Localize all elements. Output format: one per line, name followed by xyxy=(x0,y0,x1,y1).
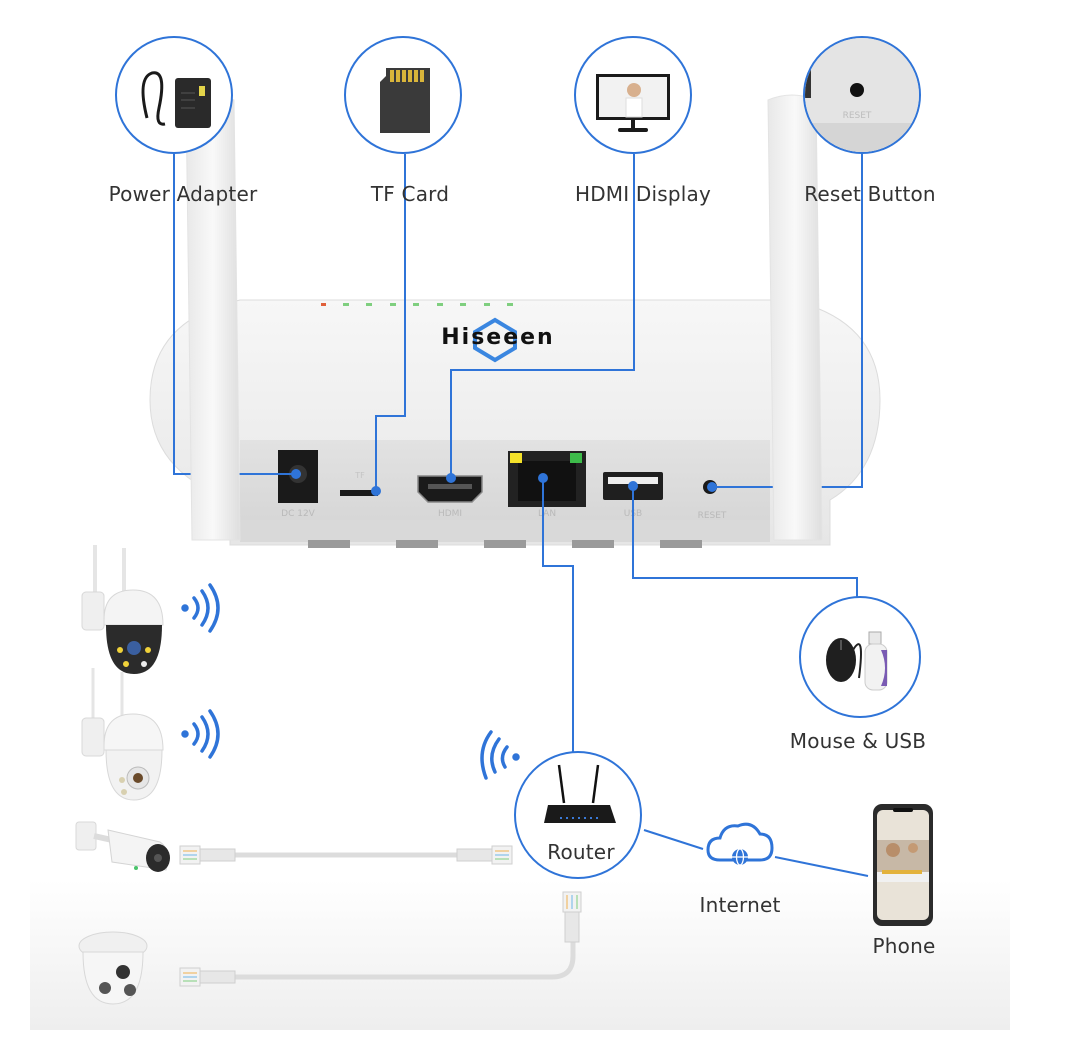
led xyxy=(460,303,466,306)
nvr-lower-strip xyxy=(240,520,770,542)
label-reset-button: Reset Button xyxy=(804,182,936,206)
port-label-hdmi: HDMI xyxy=(438,509,462,519)
accessory-circle-tf-card xyxy=(344,36,462,154)
peripheral-circle-mouse-usb xyxy=(799,596,921,718)
reset-inset-label: RESET xyxy=(843,111,872,121)
line-lan-router xyxy=(542,478,574,754)
label-power-adapter: Power Adapter xyxy=(108,182,258,206)
led-power xyxy=(321,303,326,306)
ethernet-cables xyxy=(179,845,582,987)
bottom-panel xyxy=(30,880,1010,1030)
line-power-adapter xyxy=(173,154,296,475)
camera-ptz-black xyxy=(81,545,164,674)
mouse-usb-icon xyxy=(826,631,888,691)
accessory-circle-hdmi-display xyxy=(574,36,692,154)
led xyxy=(343,303,349,306)
peripheral-circle-router xyxy=(514,751,642,879)
rj45-plug xyxy=(179,967,236,987)
router-icon xyxy=(544,764,616,823)
power-adapter-icon xyxy=(141,71,211,128)
antenna-left xyxy=(185,94,241,541)
label-hdmi-display: HDMI Display xyxy=(574,182,712,206)
label-mouse-usb: Mouse & USB xyxy=(789,729,927,753)
reset-button-icon: RESET xyxy=(805,38,919,152)
tf-card-icon xyxy=(380,68,430,133)
connector-lines xyxy=(173,154,869,877)
antenna-right xyxy=(767,94,823,541)
wifi-signal-icon xyxy=(181,709,220,759)
camera-ptz-white xyxy=(81,668,164,801)
line-reset xyxy=(712,154,863,488)
led xyxy=(507,303,513,306)
cable-dome-router xyxy=(235,940,576,980)
accessory-circle-reset-button: RESET xyxy=(803,36,921,154)
port-hdmi: HDMI xyxy=(417,475,483,519)
camera-dome xyxy=(78,931,148,1005)
port-connection-dots xyxy=(291,469,717,496)
wifi-signal-icon xyxy=(181,583,220,633)
lan-led-green xyxy=(570,453,582,463)
phone-device xyxy=(873,804,933,926)
line-router-internet xyxy=(643,829,704,850)
line-internet-phone xyxy=(774,856,869,877)
led xyxy=(413,303,419,306)
line-usb-mouse xyxy=(632,486,858,598)
port-label-lan: LAN xyxy=(538,509,556,519)
led xyxy=(437,303,443,306)
nvr-device: Hiseeen DC 12V TF HDMI xyxy=(149,299,881,548)
accessory-circle-power-adapter xyxy=(115,36,233,154)
port-dc: DC 12V xyxy=(278,450,318,519)
brand-logo-text: Hiseeen xyxy=(441,325,554,350)
port-label-reset: RESET xyxy=(698,511,727,521)
lan-led-yellow xyxy=(510,453,522,463)
label-router: Router xyxy=(547,840,615,864)
router-wifi-icon xyxy=(480,730,520,780)
port-label-dc: DC 12V xyxy=(281,509,316,519)
rj45-plug xyxy=(179,845,236,865)
hdmi-display-icon xyxy=(596,74,670,132)
brand-logo: Hiseeen xyxy=(441,317,554,363)
led xyxy=(484,303,490,306)
port-tf: TF xyxy=(340,471,378,496)
status-leds xyxy=(321,303,513,306)
nvr-vents xyxy=(308,540,702,548)
label-tf-card: TF Card xyxy=(370,182,450,206)
line-tf-card xyxy=(375,154,406,491)
rj45-plug xyxy=(562,891,582,943)
port-label-tf: TF xyxy=(354,471,365,480)
led xyxy=(366,303,372,306)
label-phone: Phone xyxy=(872,934,936,958)
internet-cloud-icon xyxy=(706,822,774,866)
label-internet: Internet xyxy=(699,893,781,917)
line-hdmi xyxy=(450,154,635,478)
led xyxy=(390,303,396,306)
rj45-plug xyxy=(456,845,513,865)
camera-bullet xyxy=(75,821,170,872)
